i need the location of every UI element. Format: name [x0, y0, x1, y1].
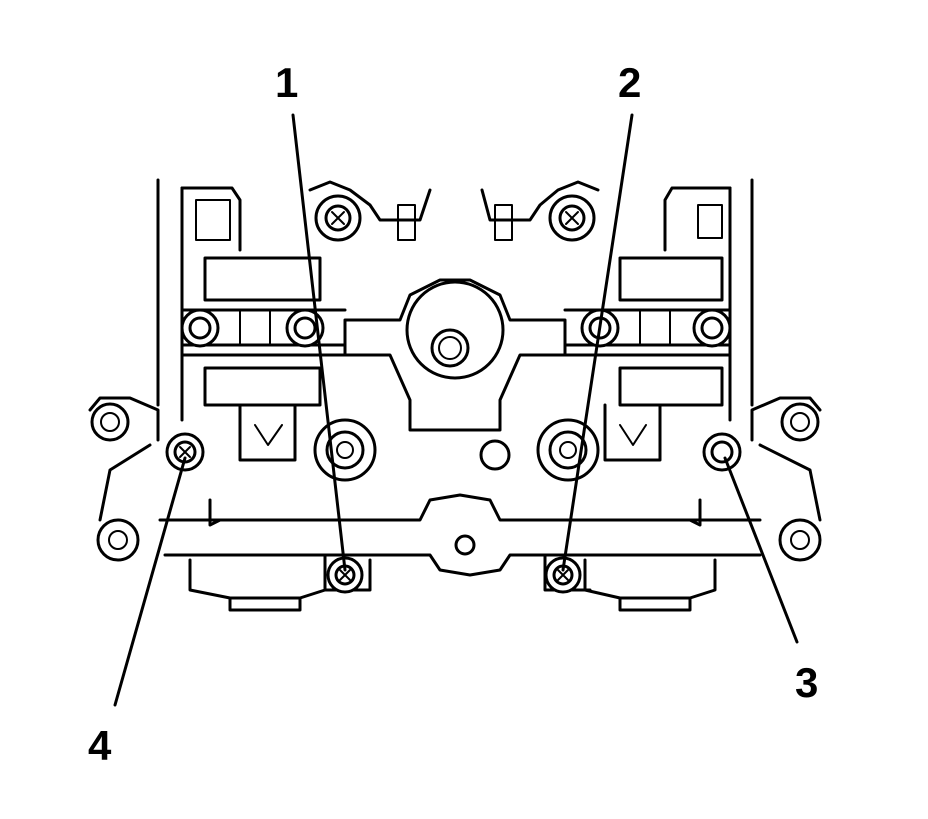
- callout-1: 1: [275, 59, 299, 106]
- bolt-cap-right-outer: [692, 308, 732, 348]
- bolt-cap-left-outer: [180, 308, 220, 348]
- lower-plate: [158, 493, 762, 612]
- bolt-cap-left-inner: [285, 308, 325, 348]
- bolt-mid-left: [313, 418, 377, 482]
- leader-line-1: [291, 113, 347, 572]
- bolts: [165, 194, 742, 594]
- housing-outline: [156, 178, 754, 422]
- leader-lines: [113, 113, 799, 707]
- callout-3: 3: [795, 659, 819, 706]
- bolt-upper-left: [314, 194, 362, 242]
- upper-cam-caps: [180, 256, 732, 357]
- bolt-upper-right: [548, 194, 596, 242]
- bolt-mid-right: [536, 418, 600, 482]
- bolt-4: [165, 432, 205, 472]
- callout-2: 2: [618, 59, 642, 106]
- bolt-2: [544, 556, 582, 594]
- lower-cam-caps: [203, 366, 724, 462]
- leader-line-3: [723, 456, 799, 644]
- callout-4: 4: [88, 722, 112, 769]
- center-housing: [343, 278, 567, 471]
- leader-line-4: [113, 456, 187, 707]
- leader-line-2: [561, 113, 634, 572]
- side-brackets: [88, 396, 822, 562]
- bolt-3: [702, 432, 742, 472]
